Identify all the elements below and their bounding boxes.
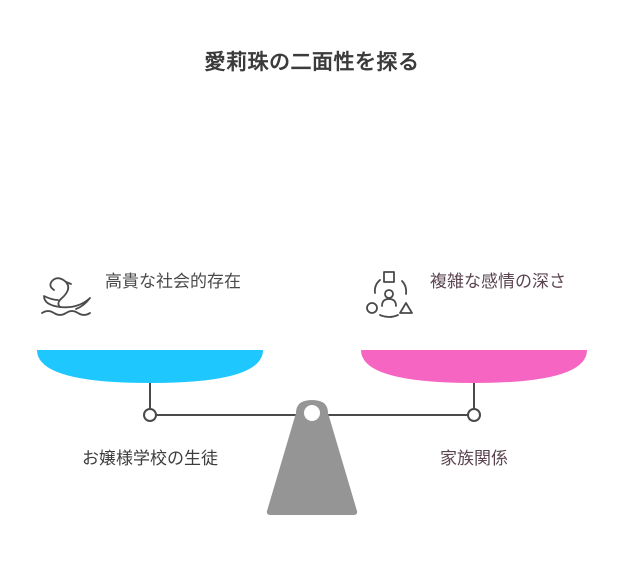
- left-beam-ring: [143, 408, 157, 422]
- diagram-title: 愛莉珠の二面性を探る: [204, 50, 420, 74]
- fulcrum-pivot: [304, 405, 320, 421]
- shapes-person-icon: [366, 271, 413, 318]
- fulcrum: [266, 400, 358, 515]
- right-side-label: 複雑な感情の深さ: [430, 272, 566, 292]
- left-side-label: 高貴な社会的存在: [105, 272, 241, 292]
- right-side-caption: 家族関係: [440, 449, 508, 469]
- left-pan: [37, 350, 263, 383]
- right-pan: [361, 350, 587, 383]
- left-side-caption: お嬢様学校の生徒: [82, 449, 218, 469]
- right-beam-ring: [467, 408, 481, 422]
- swan-icon: [41, 277, 91, 316]
